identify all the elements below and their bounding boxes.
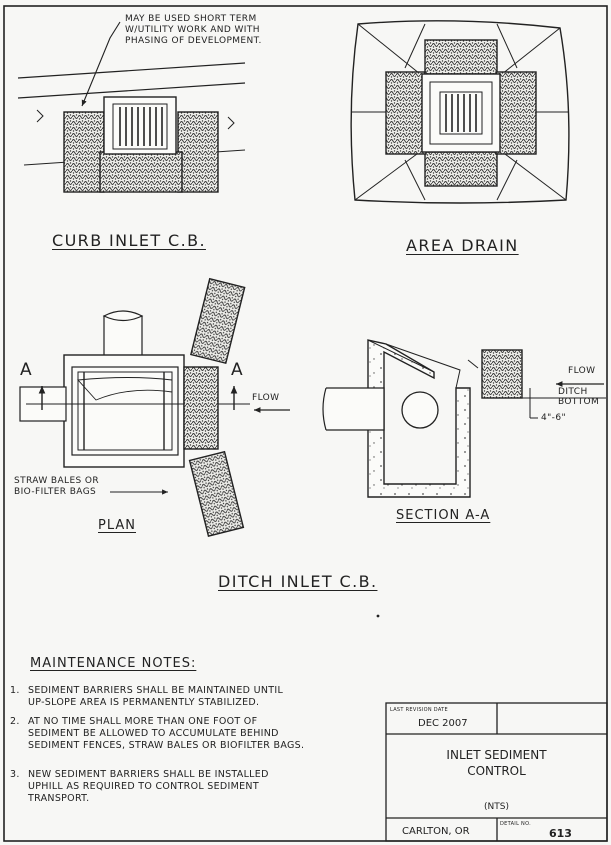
note-line: TRANSPORT. [28,793,90,804]
note-line: NEW SEDIMENT BARRIERS SHALL BE INSTALLED [28,769,269,780]
note-number: 2. [10,716,20,727]
curb-inlet-callout: MAY BE USED SHORT TERM W/UTILITY WORK AN… [125,14,262,47]
location-label: CARLTON, OR [402,826,470,837]
bales-callout: STRAW BALES OR BIO-FILTER BAGS [14,476,99,498]
area-drain-title: AREA DRAIN [406,236,519,255]
note-2: 2. AT NO TIME SHALL MORE THAN ONE FOOT O… [10,716,304,752]
section-title: SECTION A-A [396,508,491,523]
ditch-bottom-label: DITCH BOTTOM [558,387,599,407]
depth-label: 4"-6" [541,413,566,423]
flow-label-plan: FLOW [252,393,280,403]
callout-line: DITCH [558,387,588,397]
detail-number-label: DETAIL NO. [500,821,532,827]
detail-number: 613 [549,827,572,840]
curb-inlet-figure [17,21,246,193]
maintenance-notes-heading: MAINTENANCE NOTES: [30,656,197,671]
callout-line: BIO-FILTER BAGS [14,487,97,497]
callout-line: MAY BE USED SHORT TERM [125,14,257,24]
note-number: 1. [10,685,20,696]
area-drain-figure [350,20,570,204]
section-mark-left: A [20,360,32,380]
note-line: AT NO TIME SHALL MORE THAN ONE FOOT OF [28,716,258,727]
revision-date: DEC 2007 [418,718,468,729]
callout-line: PHASING OF DEVELOPMENT. [125,36,262,46]
note-line: SEDIMENT BARRIERS SHALL BE MAINTAINED UN… [28,685,284,696]
section-mark-right: A [231,360,243,380]
revision-date-label: LAST REVISION DATE [390,707,448,713]
title-block-frame [385,702,608,842]
callout-line: BOTTOM [558,397,600,407]
ditch-inlet-title: DITCH INLET C.B. [218,572,378,591]
drawing-title-line: CONTROL [467,764,526,778]
callout-line: STRAW BALES OR [14,476,100,486]
note-line: SEDIMENT BE ALLOWED TO ACCUMULATE BEHIND [28,728,279,739]
section-a-a-figure [322,339,606,498]
note-line: UPHILL AS REQUIRED TO CONTROL SEDIMENT [28,781,259,792]
ditch-inlet-plan-figure [19,277,290,537]
callout-line: W/UTILITY WORK AND WITH [125,25,260,35]
note-line: UP-SLOPE AREA IS PERMANENTLY STABILIZED. [28,697,260,708]
flow-label-section: FLOW [568,366,596,376]
sheet-border [3,5,608,842]
curb-inlet-title: CURB INLET C.B. [52,231,206,250]
note-3: 3. NEW SEDIMENT BARRIERS SHALL BE INSTAL… [10,769,269,805]
plan-title: PLAN [98,518,136,533]
drawing-title-line: INLET SEDIMENT [446,748,547,762]
scale-label: (NTS) [484,802,509,812]
drawing-title: INLET SEDIMENT CONTROL [386,747,607,779]
note-1: 1. SEDIMENT BARRIERS SHALL BE MAINTAINED… [10,685,283,709]
note-number: 3. [10,769,20,780]
note-line: SEDIMENT FENCES, STRAW BALES OR BIOFILTE… [28,740,305,751]
